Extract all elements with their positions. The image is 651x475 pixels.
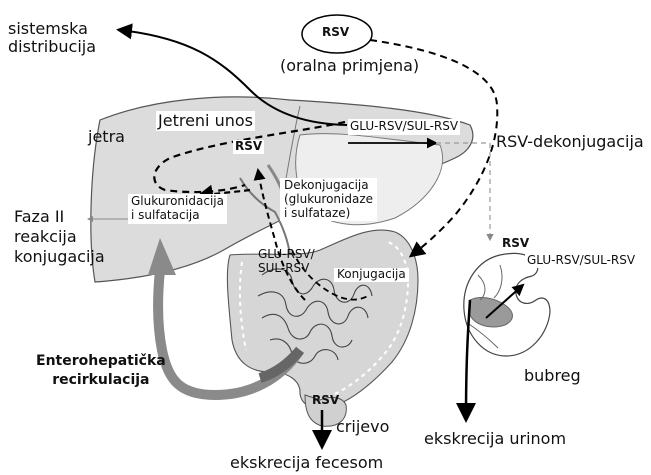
conjugation-label: Konjugacija bbox=[334, 268, 409, 282]
intestine-label: crijevo bbox=[336, 418, 389, 436]
rsv-top-label: RSV bbox=[322, 26, 349, 40]
kidney-label: bubreg bbox=[524, 367, 581, 385]
rsv-liver-label: RSV bbox=[233, 140, 264, 154]
oral-administration-label: (oralna primjena) bbox=[280, 57, 419, 75]
rsv-deconjugation-label: RSV-dekonjugacija bbox=[496, 133, 644, 151]
enterohepatic-label: Enterohepatička recirkulacija bbox=[36, 352, 166, 390]
urine-excretion-label: ekskrecija urinom bbox=[424, 430, 566, 448]
systemic-distribution-label: sistemska distribucija bbox=[8, 20, 96, 57]
liver-label: jetra bbox=[88, 128, 125, 146]
glu-sul-kidney-label: GLU-RSV/SUL-RSV bbox=[525, 254, 637, 268]
rsv-intestine-label: RSV bbox=[312, 394, 339, 408]
phase-two-label: Faza II reakcija konjugacija bbox=[14, 207, 105, 267]
hepatic-uptake-label: Jetreni unos bbox=[156, 111, 255, 131]
fecal-excretion-label: ekskrecija fecesom bbox=[230, 454, 383, 472]
glucuronidation-label: Glukuronidacija i sulfatacija bbox=[128, 194, 227, 224]
glu-sul-top-label: GLU-RSV/SUL-RSV bbox=[348, 119, 460, 135]
deconjugation-detail-label: Dekonjugacija (glukuronidaze i sulfataze… bbox=[280, 178, 377, 221]
glu-sul-intestine-label: GLU-RSV/ SUL-RSV bbox=[258, 248, 315, 276]
rsv-kidney-label: RSV bbox=[502, 237, 529, 251]
